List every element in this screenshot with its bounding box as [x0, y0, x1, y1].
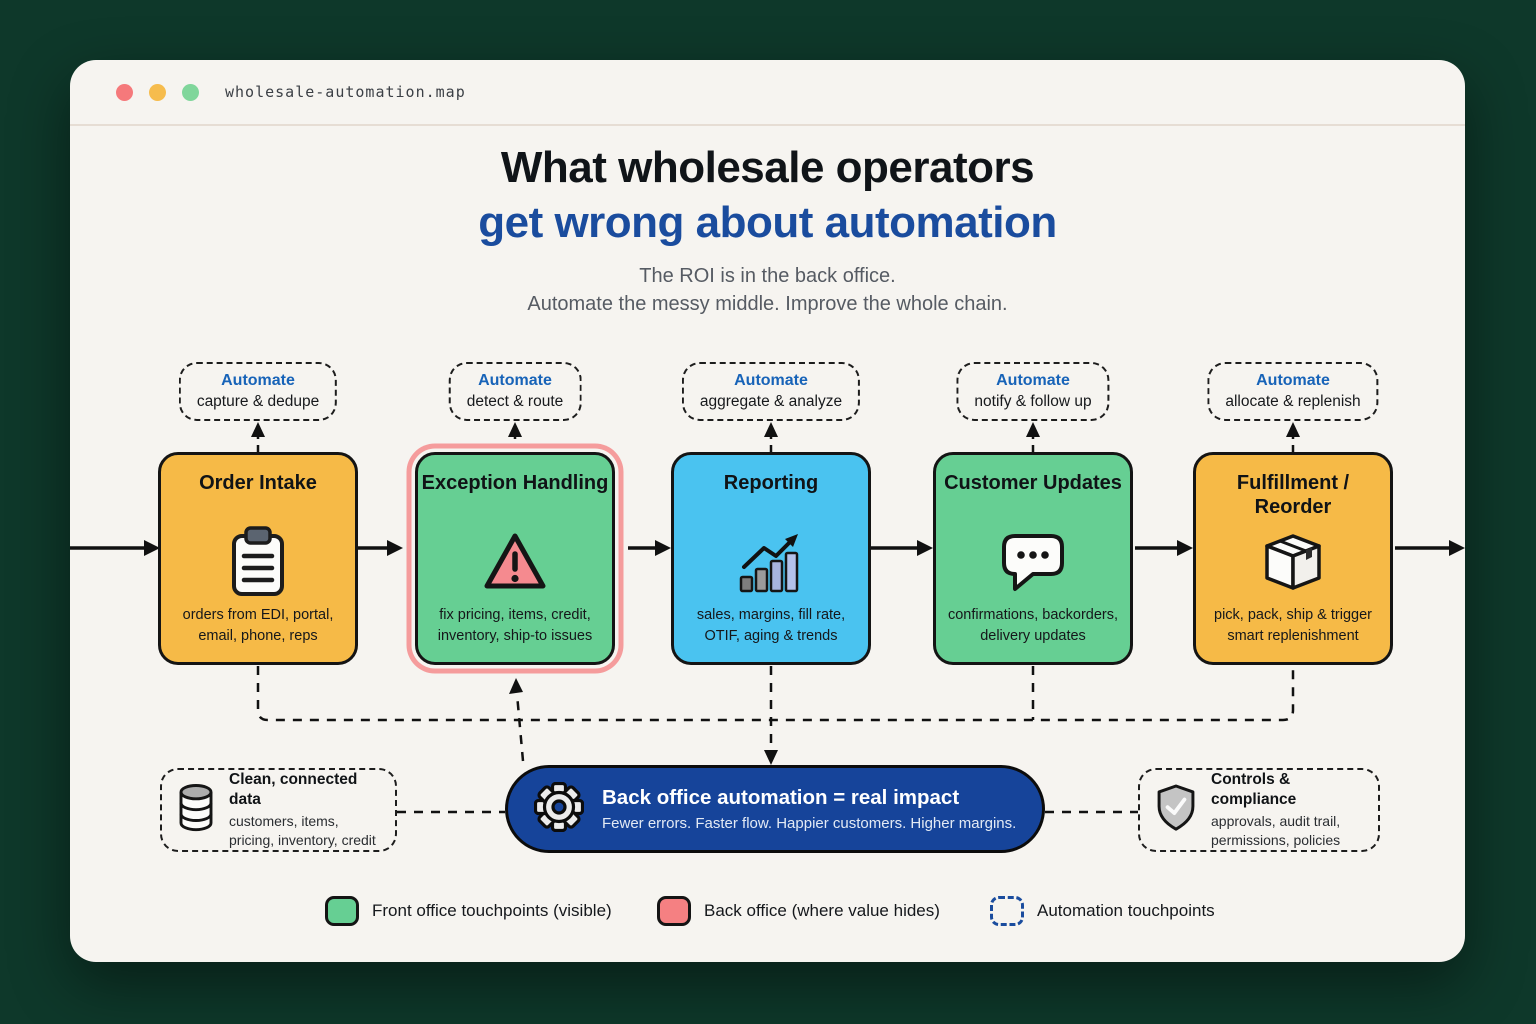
stage-description: confirmations, backorders, delivery upda…: [947, 607, 1119, 644]
automation-swatch: [990, 896, 1024, 926]
stage-order-intake: Order Intake orders from EDI, portal, em…: [158, 452, 358, 665]
legend-label: Back office (where value hides): [704, 901, 940, 920]
zoom-button[interactable]: [182, 83, 199, 101]
app-window: wholesale-automation.map What wholesale …: [70, 60, 1465, 962]
compliance-description: approvals, audit trail, permissions, pol…: [1211, 813, 1341, 848]
legend-label: Front office touchpoints (visible): [372, 901, 612, 920]
stage-title: Order Intake: [199, 472, 317, 494]
subtitle-line1: The ROI is in the back office.: [639, 265, 896, 287]
automate-tag-reporting: Automate aggregate & analyze: [681, 362, 861, 421]
compliance-title: Controls & compliance: [1211, 771, 1297, 808]
clean-data-title: Clean, connected data: [229, 771, 358, 808]
close-button[interactable]: [116, 83, 133, 101]
automate-label: Automate: [221, 372, 295, 389]
subtitle-line2: Automate the messy middle. Improve the w…: [527, 293, 1008, 315]
stage-reporting: Reporting sales, margins, fill rate, OTI…: [671, 452, 871, 665]
shield-icon: [1154, 783, 1198, 838]
heading-block: What wholesale operators get wrong about…: [70, 142, 1465, 318]
automate-label: Automate: [1256, 372, 1330, 389]
stage-customer-updates: Customer Updates confirmations, backorde…: [933, 452, 1133, 665]
automate-action: allocate & replenish: [1225, 393, 1361, 410]
chat-bubble-icon: [1000, 521, 1066, 603]
package-icon: [1262, 521, 1324, 603]
impact-subtitle: Fewer errors. Faster flow. Happier custo…: [602, 814, 1017, 832]
legend-front-office: Front office touchpoints (visible): [325, 896, 612, 926]
back-office-swatch: [657, 896, 691, 926]
bar-chart-icon: [739, 521, 803, 603]
automate-tag-fulfillment: Automate allocate & replenish: [1207, 362, 1379, 421]
automate-label: Automate: [478, 372, 552, 389]
clean-data-description: customers, items, pricing, inventory, cr…: [229, 813, 376, 848]
clean-data-box: Clean, connected data customers, items, …: [160, 768, 397, 852]
page-title-line1: What wholesale operators: [500, 143, 1035, 192]
minimize-button[interactable]: [149, 83, 166, 101]
window-titlebar: wholesale-automation.map: [70, 60, 1465, 126]
stage-title: Reporting: [723, 472, 819, 494]
legend-automation: Automation touchpoints: [990, 896, 1215, 926]
automate-tag-order-intake: Automate capture & dedupe: [178, 362, 338, 421]
automate-label: Automate: [996, 372, 1070, 389]
legend-label: Automation touchpoints: [1037, 901, 1215, 920]
automate-action: detect & route: [466, 393, 564, 410]
automate-tag-exception-handling: Automate detect & route: [448, 362, 582, 421]
stage-title: Customer Updates: [944, 472, 1122, 494]
database-icon: [176, 782, 216, 839]
window-controls: [116, 83, 199, 101]
legend-back-office: Back office (where value hides): [657, 896, 940, 926]
automate-label: Automate: [734, 372, 808, 389]
impact-pill: Back office automation = real impact Few…: [505, 765, 1045, 853]
compliance-box: Controls & compliance approvals, audit t…: [1138, 768, 1380, 852]
impact-title: Back office automation = real impact: [602, 785, 960, 809]
automate-action: capture & dedupe: [196, 393, 320, 410]
automate-action: aggregate & analyze: [699, 393, 843, 410]
gear-icon: [533, 781, 585, 837]
clipboard-icon: [227, 521, 289, 603]
stage-description: pick, pack, ship & trigger smart repleni…: [1214, 607, 1372, 644]
front-office-swatch: [325, 896, 359, 926]
automate-action: notify & follow up: [974, 393, 1092, 410]
stage-description: sales, margins, fill rate, OTIF, aging &…: [696, 607, 846, 644]
stage-description: orders from EDI, portal, email, phone, r…: [182, 607, 334, 644]
stage-title: Exception Handling: [421, 472, 609, 494]
stage-description: fix pricing, items, credit, inventory, s…: [437, 607, 593, 644]
warning-icon: [481, 521, 549, 603]
window-title: wholesale-automation.map: [225, 83, 466, 101]
automate-tag-customer-updates: Automate notify & follow up: [956, 362, 1110, 421]
stage-fulfillment-reorder: Fulfillment / Reorder pick, pack, ship &…: [1193, 452, 1393, 665]
page-title-line2: get wrong about automation: [478, 198, 1057, 247]
stage-title: Fulfillment / Reorder: [1236, 472, 1350, 518]
stage-exception-handling: Exception Handling fix pricing, items, c…: [415, 452, 615, 665]
